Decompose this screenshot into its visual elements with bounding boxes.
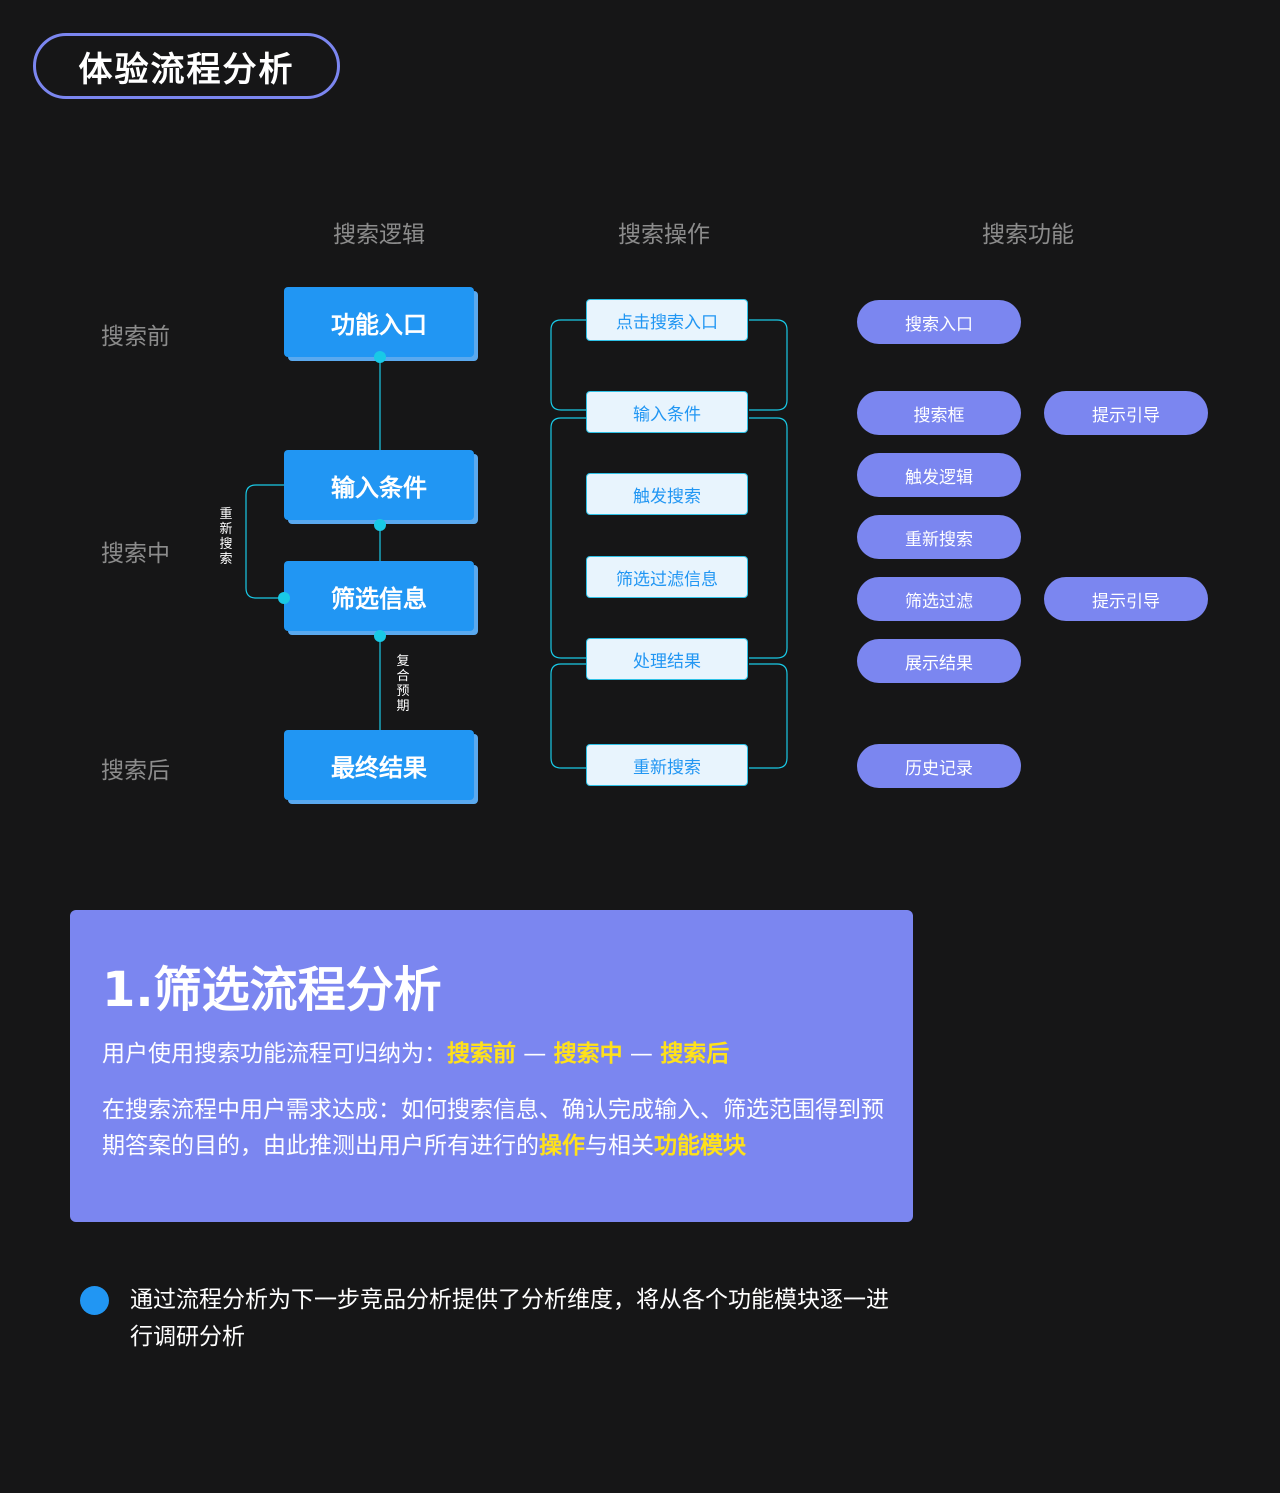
connector-lines xyxy=(245,319,788,769)
fn-pill-searchbox: 搜索框 xyxy=(857,391,1021,435)
highlight-after: 搜索后 xyxy=(660,1041,730,1067)
connector-dot xyxy=(374,519,386,531)
stage-label-after: 搜索后 xyxy=(101,758,170,784)
bullet-dot-icon xyxy=(80,1286,109,1315)
loop-label: 重新搜索 xyxy=(219,507,233,567)
connector-dot xyxy=(278,592,290,604)
bullet-text: 通过流程分析为下一步竞品分析提供了分析维度，将从各个功能模块逐一进行调研分析 xyxy=(130,1287,889,1350)
op-bracket-left-2 xyxy=(550,417,586,659)
connector-dot xyxy=(374,351,386,363)
fn-pill-hint: 提示引导 xyxy=(1044,391,1208,435)
op-box-process: 处理结果 xyxy=(586,638,748,680)
column-header-function: 搜索功能 xyxy=(982,222,1074,248)
fn-pill-research: 重新搜索 xyxy=(857,515,1021,559)
flow-block-result: 最终结果 xyxy=(284,730,474,800)
fn-pill-trigger: 触发逻辑 xyxy=(857,453,1021,497)
op-bracket-left-3 xyxy=(550,663,586,769)
highlight-operation: 操作 xyxy=(539,1133,585,1159)
fn-pill-display: 展示结果 xyxy=(857,639,1021,683)
card-paragraph: 在搜索流程中用户需求达成：如何搜索信息、确认完成输入、筛选范围得到预期答案的目的… xyxy=(102,1092,899,1164)
fn-pill-history: 历史记录 xyxy=(857,744,1021,788)
column-header-logic: 搜索逻辑 xyxy=(333,222,425,248)
flow-block-filter: 筛选信息 xyxy=(284,561,474,631)
compound-label: 复合预期 xyxy=(396,654,410,714)
highlight-function-module: 功能模块 xyxy=(654,1133,746,1159)
separator: — xyxy=(516,1041,554,1067)
card-summary-text: 用户使用搜索功能流程可归纳为： xyxy=(102,1041,447,1067)
fn-pill-filter: 筛选过滤 xyxy=(857,577,1021,621)
card-title: 1.筛选流程分析 xyxy=(102,962,442,1018)
highlight-during: 搜索中 xyxy=(553,1041,623,1067)
op-bracket-right-2 xyxy=(749,417,788,659)
op-box-filter: 筛选过滤信息 xyxy=(586,556,748,598)
op-bracket-left-1 xyxy=(550,319,586,411)
info-card: 1.筛选流程分析 用户使用搜索功能流程可归纳为：搜索前 — 搜索中 — 搜索后 … xyxy=(70,910,913,1222)
flow-block-entry: 功能入口 xyxy=(284,287,474,357)
separator: — xyxy=(622,1041,661,1067)
fn-pill-entry: 搜索入口 xyxy=(857,300,1021,344)
op-box-input: 输入条件 xyxy=(586,391,748,433)
op-bracket-right-3 xyxy=(749,663,788,769)
op-box-click-entry: 点击搜索入口 xyxy=(586,299,748,341)
connector-dot xyxy=(374,630,386,642)
card-summary: 用户使用搜索功能流程可归纳为：搜索前 — 搜索中 — 搜索后 xyxy=(102,1036,892,1072)
flow-block-input: 输入条件 xyxy=(284,450,474,520)
stage-label-during: 搜索中 xyxy=(101,541,170,567)
loop-bracket xyxy=(245,484,284,599)
page-title: 体验流程分析 xyxy=(33,33,340,99)
column-header-operation: 搜索操作 xyxy=(618,222,710,248)
card-paragraph-text: 与相关 xyxy=(585,1133,654,1159)
op-box-trigger: 触发搜索 xyxy=(586,473,748,515)
op-bracket-right-1 xyxy=(749,319,788,411)
card-paragraph-text: 在搜索流程中用户需求达成：如何搜索信息、确认完成输入、筛选范围得到预期答案的目的… xyxy=(102,1097,884,1159)
fn-pill-hint: 提示引导 xyxy=(1044,577,1208,621)
highlight-before: 搜索前 xyxy=(447,1041,516,1067)
stage-label-before: 搜索前 xyxy=(101,324,170,350)
op-box-research: 重新搜索 xyxy=(586,744,748,786)
